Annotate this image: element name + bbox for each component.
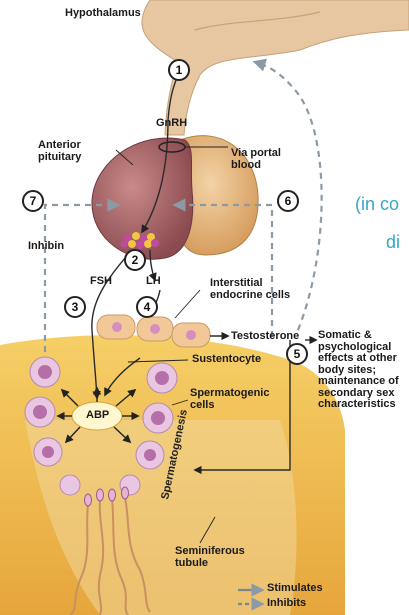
hypothalamus-shape <box>141 0 409 136</box>
label-fsh: FSH <box>90 275 112 287</box>
step-5-badge: 5 <box>286 343 308 365</box>
label-testosterone: Testosterone <box>231 330 300 342</box>
legend-stimulates: Stimulates <box>267 582 323 594</box>
anterior-pituitary-shape <box>91 137 194 260</box>
label-lh: LH <box>146 275 161 287</box>
abp-arrows <box>56 386 140 444</box>
label-sustentocyte: Sustentocyte <box>192 353 262 365</box>
spermatogenic-cells-left <box>24 356 81 496</box>
inhibitory-arrows <box>43 58 323 352</box>
hormone-granules <box>120 232 159 249</box>
interstitial-cells <box>96 314 211 348</box>
label-via-portal-blood: Via portal blood <box>231 147 281 171</box>
legend-inhibits: Inhibits <box>267 597 307 609</box>
spermatogenic-cells-right <box>119 362 178 496</box>
step-7-badge: 7 <box>22 190 44 212</box>
legend-arrows <box>238 583 265 611</box>
step-3-badge: 3 <box>64 296 86 318</box>
tubule-inner-lumen <box>25 420 297 615</box>
label-abp: ABP <box>86 409 110 421</box>
sperm-tails <box>69 497 151 615</box>
step-6-badge: 6 <box>277 190 299 212</box>
label-seminiferous-tubule: Seminiferous tubule <box>175 545 245 569</box>
label-interstitial-cells: Interstitial endocrine cells <box>210 277 291 301</box>
step-1-badge: 1 <box>168 59 190 81</box>
label-effects: Somatic & psychological effects at other… <box>318 330 399 411</box>
side-text-line1: (in co <box>355 194 400 214</box>
sperm-heads <box>84 486 129 507</box>
label-spermatogenic-cells: Spermatogenic cells <box>190 387 270 411</box>
label-anterior-pituitary: Anterior pituitary <box>38 139 82 163</box>
label-inhibin: Inhibin <box>28 240 65 252</box>
label-gnrh: GnRH <box>156 117 188 129</box>
step-4-badge: 4 <box>136 296 158 318</box>
leader-lines <box>115 146 228 544</box>
side-text-line2: di <box>386 232 401 252</box>
step-2-badge: 2 <box>124 249 146 271</box>
label-hypothalamus: Hypothalamus <box>65 7 141 19</box>
infundibulum-detail <box>194 11 321 31</box>
